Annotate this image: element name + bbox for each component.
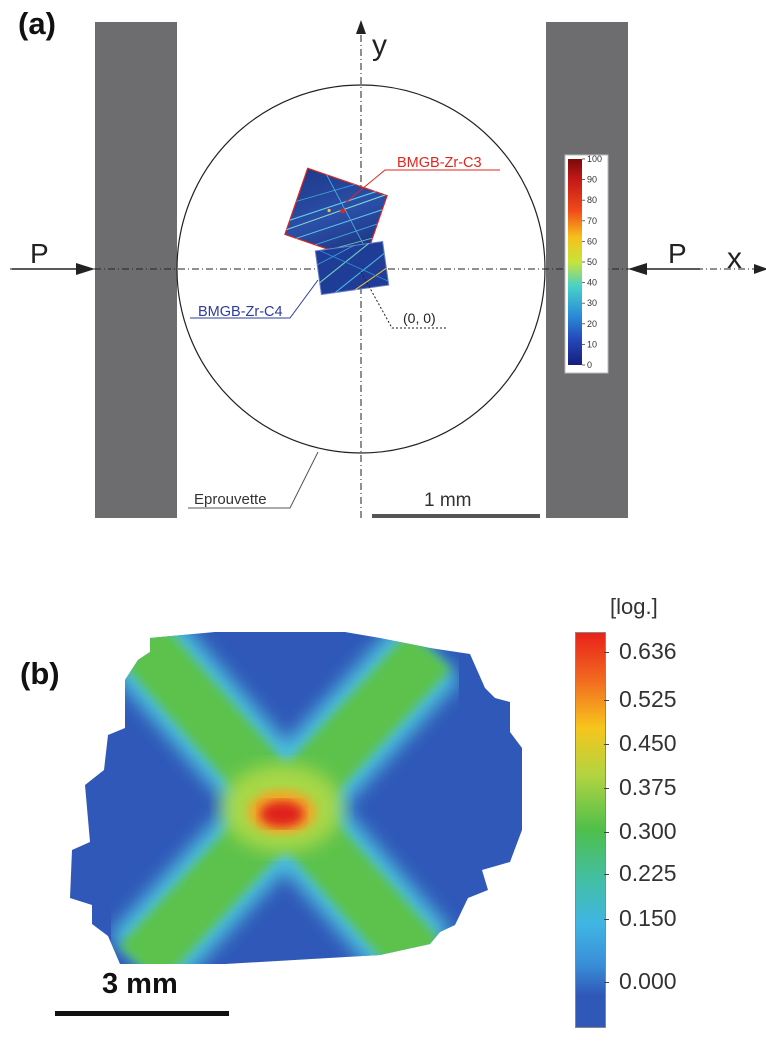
colorbar-b-tick-mark [604, 744, 609, 745]
load-left-label: P [30, 238, 49, 269]
colorbar-a-tick-label: 80 [587, 195, 597, 205]
colorbar-b-tick-mark [604, 919, 609, 920]
colorbar-a-tick-label: 90 [587, 175, 597, 185]
colorbar-b-tick-label: 0.450 [619, 730, 677, 756]
left-loading-pad [95, 22, 177, 518]
scale-bar-b-label: 3 mm [102, 968, 178, 1000]
colorbar-a-tick-label: 100 [587, 154, 602, 164]
colorbar-b-tick-label: 0.000 [619, 968, 677, 994]
colorbar-b-tick-label: 0.525 [619, 686, 677, 712]
colorbar-b-tick-label: 0.225 [619, 860, 677, 886]
specimen-label: Eprouvette [194, 491, 267, 508]
colorbar-a-tick-label: 50 [587, 257, 597, 267]
colorbar-b-tick-label: 0.150 [619, 905, 677, 931]
colorbar-b-tick-mark [604, 982, 609, 983]
colorbar-b-ticks: 0.636 0.525 0.450 0.375 0.300 0.225 0.150 0.000 [604, 632, 754, 1026]
load-right-label: P [668, 238, 687, 269]
scale-bar-b [55, 1011, 229, 1016]
panel-b-label: (b) [20, 656, 60, 691]
leader-c3 [344, 169, 500, 204]
leader-specimen [188, 451, 319, 509]
colorbar-b-tick-mark [604, 874, 609, 875]
field-map-c4 [314, 240, 390, 296]
colorbar-a-tick-label: 30 [587, 298, 597, 308]
colorbar-b-tick-mark [604, 788, 609, 789]
y-axis-arrow [356, 20, 366, 34]
leader-origin [360, 271, 446, 329]
x-axis-arrow [754, 264, 766, 274]
colorbar-a-tick-label: 40 [587, 278, 597, 288]
colorbar-b-tick-mark [604, 652, 609, 653]
panel-a-diagram: BMGB-Zr-C3 BMGB-Zr-C4 (0, 0) Eprouvette … [10, 20, 766, 518]
colorbar-b-tick-label: 0.375 [619, 774, 677, 800]
colorbar-b-tick-mark [604, 832, 609, 833]
colorbar-b-tick-mark [604, 700, 609, 701]
origin-label: (0, 0) [403, 310, 436, 326]
scale-bar-a-label: 1 mm [424, 490, 472, 511]
strain-map [70, 632, 522, 964]
label-c4: BMGB-Zr-C4 [198, 304, 283, 320]
colorbar-b-tick-label: 0.300 [619, 818, 677, 844]
field-map-c3 [284, 167, 388, 263]
colorbar-b [575, 632, 606, 1028]
leader-c4 [190, 279, 319, 319]
colorbar-a-tick-label: 0 [587, 360, 592, 370]
scale-bar-a [372, 514, 540, 518]
colorbar-a-tick-label: 70 [587, 216, 597, 226]
colorbar-b-unit: [log.] [610, 594, 658, 619]
left-load-arrow-head [76, 263, 95, 275]
panel-a-label: (a) [18, 6, 56, 41]
axis-x-label: x [727, 242, 742, 275]
colorbar-a-tick-label: 20 [587, 319, 597, 329]
right-load-arrow-head [628, 263, 647, 275]
colorbar-a-tick-label: 10 [587, 339, 597, 349]
colorbar-b-tick-label: 0.636 [619, 638, 677, 664]
label-c3: BMGB-Zr-C3 [397, 155, 482, 171]
colorbar-a-tick-label: 60 [587, 236, 597, 246]
axis-y-label: y [372, 29, 387, 62]
